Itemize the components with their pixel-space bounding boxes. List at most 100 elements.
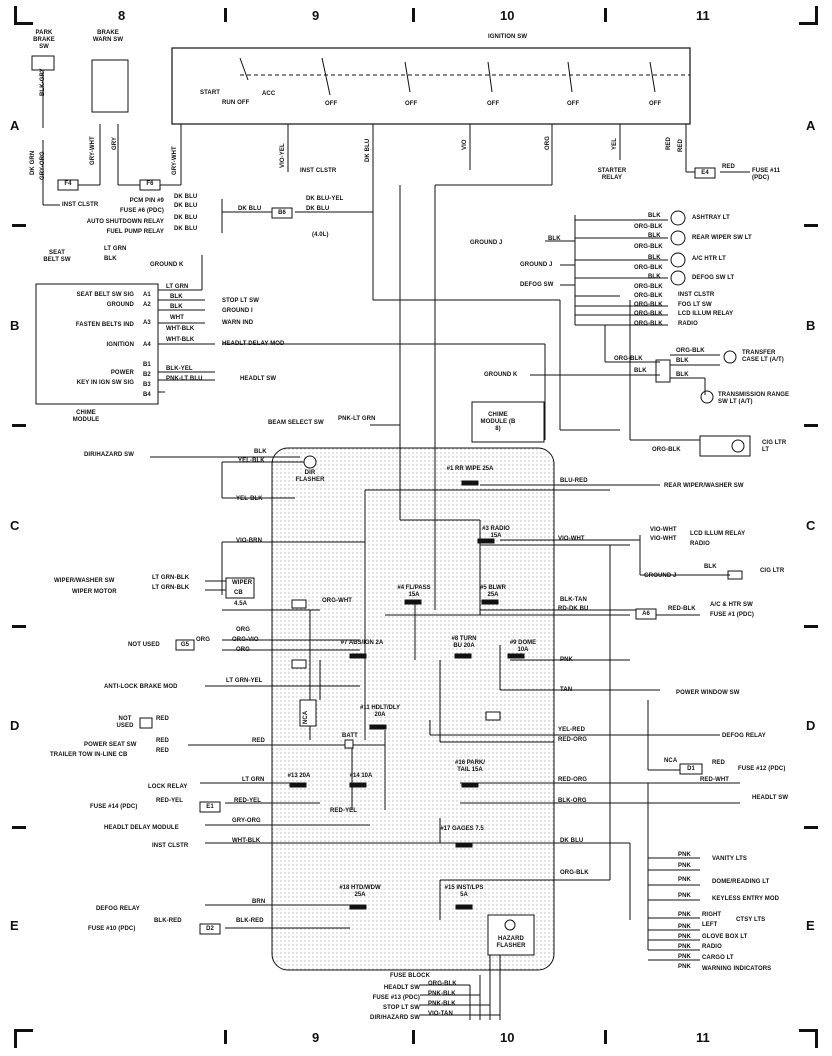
wire-gry: GRY: [112, 136, 118, 150]
inst-clstr-mid-label: INST CLSTR: [152, 843, 189, 849]
power-seat-sw-label: POWER SEAT SW: [84, 742, 137, 748]
wire-pnk-lt-blu: PNK-LT BLU: [166, 376, 203, 382]
ignition-sw-label: IGNITION SW: [488, 34, 528, 40]
wire-org-blk: ORG-BLK: [634, 293, 663, 299]
row-tick: [804, 224, 818, 227]
park-brake-sw-label: PARK BRAKE SW: [33, 30, 55, 50]
rear-wiper-sw-lt-label: REAR WIPER SW LT: [692, 235, 752, 241]
radio-right-label: RADIO: [702, 944, 722, 950]
row-tick: [12, 625, 26, 628]
col-tick: [604, 1030, 607, 1044]
fuse-5: #5 BLWR 25A: [479, 585, 506, 598]
fuse-3: #3 RADIO 15A: [482, 526, 510, 539]
not-used-label: NOT USED: [128, 642, 160, 648]
wire-pnk-blk: PNK-BLK: [428, 1001, 456, 1007]
wire-dk-blu: DK BLU: [174, 203, 198, 209]
nca-label: NCA: [303, 710, 309, 724]
wire-yel-blk: YEL-BLK: [238, 458, 265, 464]
off-label: OFF: [649, 101, 662, 107]
start-label: START: [200, 90, 221, 96]
wire-red: RED: [712, 760, 725, 766]
off-label: OFF: [567, 101, 580, 107]
off-label: OFF: [405, 101, 418, 107]
wire-dk-blu: DK BLU: [238, 206, 262, 212]
pin-b3: B3: [143, 382, 151, 388]
wire-vio-v: VIO: [462, 139, 468, 150]
wire-blk-yel: BLK-YEL: [166, 366, 193, 372]
wire-blk: BLK: [676, 372, 689, 378]
wiper-motor-label: WIPER MOTOR: [72, 589, 117, 595]
wire-pnk: PNK: [678, 912, 691, 918]
stop-lt-sw-label: STOP LT SW: [222, 298, 260, 304]
chime-module-label: CHIME MODULE: [72, 410, 100, 423]
bottom-fuse13: FUSE #13 (PDC): [372, 995, 420, 1001]
wire-org: ORG: [236, 647, 250, 653]
pin-b1: B1: [143, 362, 151, 368]
fuse1-pdc-label: FUSE #1 (PDC): [710, 612, 754, 618]
wire-red-blk: RED-BLK: [668, 606, 696, 612]
connector-f6: F6: [146, 181, 154, 187]
pcm-pin9-label: PCM PIN #9: [129, 198, 164, 204]
fuel-pump-relay-label: FUEL PUMP RELAY: [106, 229, 164, 235]
run-off-label: RUN OFF: [222, 100, 250, 106]
wire-blk: BLK: [634, 368, 647, 374]
pin-a2: A2: [143, 302, 151, 308]
ground-j-label-2: GROUND J: [520, 262, 553, 268]
wire-wht: WHT: [170, 315, 184, 321]
wire-vio-yel: VIO-YEL: [280, 143, 286, 168]
col-tick: [224, 8, 227, 22]
cig-ltr-label: CIG LTR: [760, 568, 785, 574]
wire-gry-org: GRY-ORG: [40, 151, 46, 180]
defog-sw-label: DEFOG SW: [520, 282, 554, 288]
cb-label: CB: [234, 590, 243, 596]
row-tick: [804, 424, 818, 427]
col-tick: [412, 1030, 415, 1044]
chime-module-b8-label: CHIME MODULE (B 8): [480, 412, 516, 432]
col-tick: [604, 8, 607, 22]
wire-wht-blk: WHT-BLK: [166, 337, 195, 343]
row-label-d-right: D: [806, 718, 816, 733]
wire-pnk-lt-grn: PNK-LT GRN: [338, 416, 376, 422]
wire-red-yel: RED-YEL: [234, 798, 262, 804]
wire-pnk: PNK: [678, 954, 691, 960]
wire-org-blk: ORG-BLK: [614, 356, 643, 362]
row-label-e: E: [10, 918, 19, 933]
wire-blk: BLK: [648, 233, 661, 239]
wire-pnk: PNK: [678, 893, 691, 899]
vanity-lts-label: VANITY LTS: [712, 856, 748, 862]
ashtray-lt-label: ASHTRAY LT: [692, 215, 730, 221]
dir-hazard-sw-label: DIR/HAZARD SW: [84, 452, 134, 458]
row-tick: [804, 826, 818, 829]
wire-lt-grn: LT GRN: [104, 246, 127, 252]
wire-blk: BLK: [170, 294, 183, 300]
headlt-sw-label: HEADLT SW: [240, 376, 277, 382]
wire-red: RED: [156, 716, 169, 722]
wire-vio-tan: VIO-TAN: [428, 1011, 453, 1017]
batt-label: BATT: [342, 733, 358, 739]
wire-org-blk: ORG-BLK: [634, 224, 663, 230]
col-label-11: 11: [696, 8, 710, 23]
connector-e4: E4: [701, 170, 709, 176]
wire-blk-red: BLK-RED: [154, 918, 182, 924]
power-window-sw-label: POWER WINDOW SW: [676, 690, 740, 696]
row-label-b-right: B: [806, 318, 816, 333]
ground-k-right-label: GROUND K: [484, 372, 518, 378]
connector-d1: D1: [687, 766, 695, 772]
defog-sw-lt-label: DEFOG SW LT: [692, 275, 735, 281]
wire-wht-blk: WHT-BLK: [166, 326, 195, 332]
wire-brn: BRN: [252, 899, 266, 905]
row-label-c-right: C: [806, 518, 816, 533]
col-label-9-bottom: 9: [312, 1030, 320, 1045]
pin-b4: B4: [143, 392, 151, 398]
wire-lt-grn-yel: LT GRN-YEL: [226, 678, 263, 684]
ground-i-label: GROUND I: [222, 308, 253, 314]
wire-red: RED: [722, 164, 735, 170]
row-tick: [12, 424, 26, 427]
wire-org-blk: ORG-BLK: [428, 981, 457, 987]
wire-lt-grn-blk: LT GRN-BLK: [152, 575, 190, 581]
wire-red-org: RED-ORG: [558, 777, 588, 783]
pin-a4: A4: [143, 342, 151, 348]
connector-a6: A6: [642, 611, 650, 617]
wire-org-blk: ORG-BLK: [634, 284, 663, 290]
col-label-10: 10: [500, 8, 515, 23]
